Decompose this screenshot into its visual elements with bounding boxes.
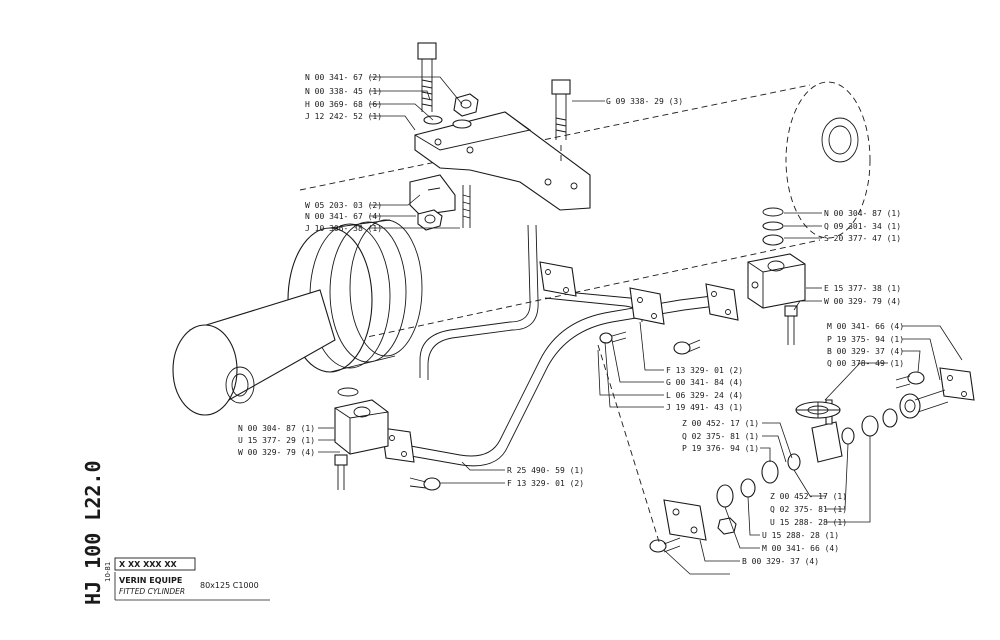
callout-label: N 00 338- 45 (1) <box>305 87 382 96</box>
callout-label: H 00 369- 68 (6) <box>305 100 382 109</box>
callout-label: Q 09 301- 34 (1) <box>824 222 901 231</box>
drawing-name-fr: VERIN EQUIPE <box>119 576 182 585</box>
piston-rod <box>172 289 336 416</box>
callout-label: E 15 377- 38 (1) <box>824 284 901 293</box>
callout-label: N 00 304- 87 (1) <box>824 209 901 218</box>
callout-labels: N 00 341- 67 (2) N 00 338- 45 (1) H 00 3… <box>238 73 904 566</box>
callout-label: M 00 341- 66 (4) <box>762 544 839 553</box>
callout-label: J 10 306- 38 (1) <box>305 224 382 233</box>
valve-lower-fittings <box>716 478 756 535</box>
callout-label: Q 02 375- 81 (1) <box>682 432 759 441</box>
seal-ring-lower <box>337 387 359 397</box>
callout-label: J 19 491- 43 (1) <box>666 403 743 412</box>
screw-valve <box>895 371 925 389</box>
leader-lines <box>318 76 963 575</box>
callout-label: U 15 288- 28 (1) <box>770 518 847 527</box>
callout-label: F 13 329- 01 (2) <box>507 479 584 488</box>
callout-label: M 00 341- 66 (4) <box>827 322 904 331</box>
callout-label: J 12 242- 52 (1) <box>305 112 382 121</box>
valve-body <box>795 399 843 463</box>
seal-rings-upper <box>762 207 784 246</box>
pipe-valve-right <box>914 389 949 413</box>
callout-label: B 00 329- 37 (4) <box>742 557 819 566</box>
stud-bolt <box>462 185 471 228</box>
callout-label: N 00 341- 67 (2) <box>305 73 382 82</box>
bottom-clamp <box>409 174 456 216</box>
pipe-lower <box>404 299 685 467</box>
title-block: HJ 100 L22.0 10-81 X XX XXX XX VERIN EQU… <box>81 461 270 606</box>
callout-label: L 06 329- 24 (4) <box>666 391 743 400</box>
screw-lower-block <box>334 454 348 490</box>
drawing-date: 10-81 <box>104 562 112 582</box>
screw-left-flange <box>599 331 627 344</box>
clamp-nut-top <box>453 93 479 117</box>
valve-fittings <box>761 393 921 484</box>
screw-upper-block <box>784 305 798 345</box>
screw-bottom <box>649 537 681 553</box>
drawing-number: HJ 100 L22.0 <box>81 461 105 606</box>
callout-label: Q 00 378- 49 (1) <box>827 359 904 368</box>
flange-right <box>705 283 739 321</box>
top-clamp <box>414 111 591 211</box>
callout-label: N 00 341- 67 (4) <box>305 212 382 221</box>
callout-label: B 00 329- 37 (4) <box>827 347 904 356</box>
flange-lower <box>381 427 415 463</box>
screw-flange <box>673 339 701 355</box>
callout-label: Z 00 452- 17 (1) <box>682 419 759 428</box>
callout-label: W 00 329- 79 (4) <box>824 297 901 306</box>
callout-label: W 05 203- 03 (2) <box>305 201 382 210</box>
clamp-bolt-right <box>551 79 571 165</box>
dash-center-line <box>597 344 661 546</box>
callout-label: U 15 288- 28 (1) <box>762 531 839 540</box>
callout-label: Q 02 375- 81 (1) <box>770 505 847 514</box>
clamp-bolt-left <box>417 42 437 112</box>
callout-label: F 13 329- 01 (2) <box>666 366 743 375</box>
callout-label: R 25 490- 59 (1) <box>507 466 584 475</box>
callout-label: N 00 304- 87 (1) <box>238 424 315 433</box>
callout-label: P 19 376- 94 (1) <box>682 444 759 453</box>
drawing-name-en: FITTED CYLINDER <box>119 587 185 596</box>
flange-bottom <box>663 499 707 541</box>
callout-label: U 15 377- 29 (1) <box>238 436 315 445</box>
callout-label: Z 00 452- 17 (1) <box>770 492 847 501</box>
port-block-lower <box>334 399 389 455</box>
callout-label: W 00 329- 79 (4) <box>238 448 315 457</box>
flange-far-right <box>939 367 975 401</box>
callout-label: G 00 341- 84 (4) <box>666 378 743 387</box>
lower-nut <box>417 209 443 231</box>
drawing-code: X XX XXX XX <box>119 560 178 569</box>
callout-label: S 20 377- 47 (1) <box>824 234 901 243</box>
screw-flange-lower <box>409 477 441 491</box>
callout-label: P 19 375- 94 (1) <box>827 335 904 344</box>
flange-upper <box>539 261 577 297</box>
callout-label: G 09 338- 29 (3) <box>606 97 683 106</box>
flange-mid <box>629 287 665 325</box>
port-block-upper <box>747 253 806 309</box>
drawing-size: 80x125 C1000 <box>200 581 259 590</box>
